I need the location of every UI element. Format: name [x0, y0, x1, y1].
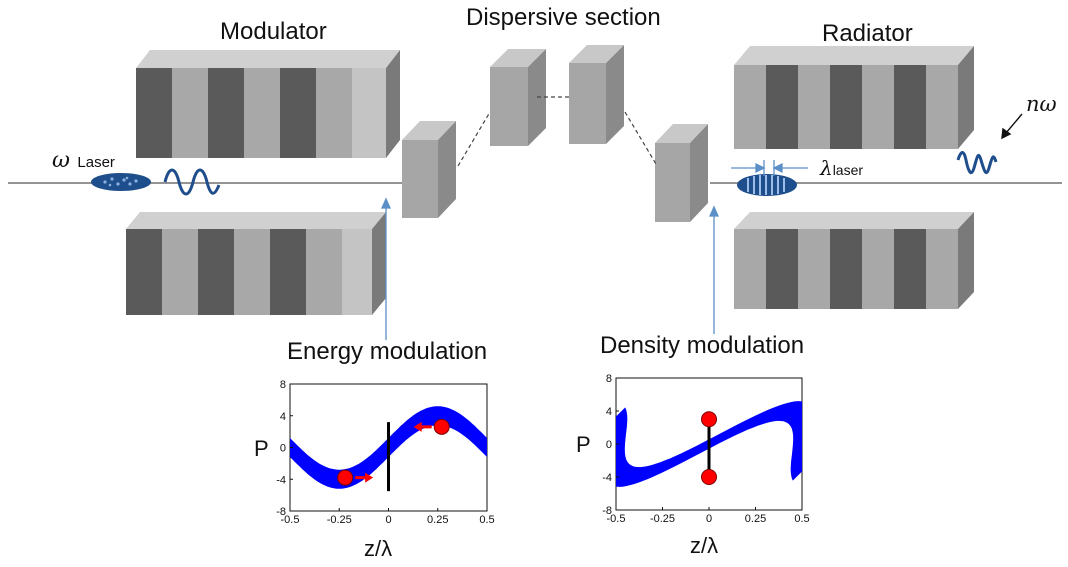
x-tick-label: 0: [385, 514, 391, 526]
chart2-ylabel: P: [576, 432, 591, 457]
y-tick-label: -8: [276, 506, 286, 518]
energy-modulation-label: Energy modulation: [287, 338, 488, 365]
chicane-trajectory: [457, 96, 657, 167]
modulator-label: Modulator: [220, 18, 327, 45]
y-tick-label: 0: [606, 439, 612, 451]
harmonic-pointer-arrow: [1001, 113, 1023, 140]
chicane-magnet-3: [569, 45, 624, 144]
y-tick-label: -4: [276, 474, 286, 486]
density-modulation-label: Density modulation: [600, 332, 805, 359]
chart2-ticks: -0.5 -0.25 0 0.25 0.5 8 4 0 -4 -8: [602, 373, 809, 525]
chicane-magnet-1: [402, 121, 456, 218]
chart2-xlabel: z/λ: [690, 533, 719, 558]
bunch-dots-icon: [103, 176, 138, 187]
lambda-dimension-arrows: [731, 160, 808, 176]
omega-laser-label: ω Laser: [52, 150, 115, 172]
electron-marker: [701, 411, 717, 428]
y-tick-label: 4: [606, 406, 612, 418]
y-tick-label: 8: [606, 373, 612, 385]
x-tick-label: -0.5: [607, 513, 626, 525]
chart1-xlabel: z/λ: [364, 536, 393, 561]
x-tick-label: 0.25: [427, 514, 448, 526]
density-modulation-pointer: [708, 205, 720, 334]
microbunch-stripes-icon: [747, 175, 785, 195]
drift-arrow-head: [365, 472, 374, 483]
x-tick-label: -0.25: [650, 513, 675, 525]
radiator-top-undulator: [734, 46, 974, 149]
seed-bunch-ellipse: [91, 173, 151, 191]
lambda-symbol: λ: [820, 156, 833, 180]
lambda-laser-label: λlaser: [820, 158, 863, 179]
laser-subscript: Laser: [77, 154, 115, 171]
chart2-markers: [701, 411, 717, 485]
harmonic-wave-icon: [956, 151, 998, 174]
omega-symbol: ω: [52, 148, 70, 173]
electron-marker: [433, 418, 450, 435]
energy-modulation-phase-space-chart: -0.5 -0.25 0 0.25 0.5 8 4 0 -4 -8: [276, 379, 494, 526]
x-tick-label: 0: [706, 513, 712, 525]
chicane-magnet-4: [655, 124, 708, 222]
radiator-label: Radiator: [822, 20, 913, 47]
chart1-ticks: -0.5 -0.25 0 0.25 0.5 8 4 0 -4 -8: [276, 379, 494, 526]
radiator-bottom-undulator: [734, 212, 974, 309]
electron-marker: [337, 469, 354, 486]
chart1-ylabel: P: [254, 436, 269, 461]
modulator-top-undulator: [136, 50, 400, 158]
x-tick-label: -0.25: [327, 514, 352, 526]
lambda-laser-subscript: laser: [832, 162, 864, 178]
x-tick-label: 0.5: [479, 514, 494, 526]
y-tick-label: -8: [602, 505, 612, 517]
y-tick-label: 4: [280, 411, 286, 423]
y-tick-label: -4: [602, 472, 612, 484]
modulator-bottom-undulator: [126, 212, 386, 315]
energy-modulation-pointer: [380, 197, 392, 340]
chart1-markers: [337, 418, 450, 492]
electron-marker: [701, 469, 717, 485]
x-tick-label: 0.25: [745, 513, 766, 525]
laser-wave-icon: [163, 168, 221, 196]
dispersive-section-label: Dispersive section: [466, 4, 661, 31]
n-omega-label: nω: [1026, 92, 1057, 116]
y-tick-label: 8: [280, 379, 286, 391]
y-tick-label: 0: [280, 443, 286, 455]
x-tick-label: -0.5: [281, 514, 300, 526]
density-modulation-phase-space-chart: -0.5 -0.25 0 0.25 0.5 8 4 0 -4 -8: [602, 373, 809, 525]
drift-arrow-head: [413, 421, 422, 432]
x-tick-label: 0.5: [794, 513, 809, 525]
